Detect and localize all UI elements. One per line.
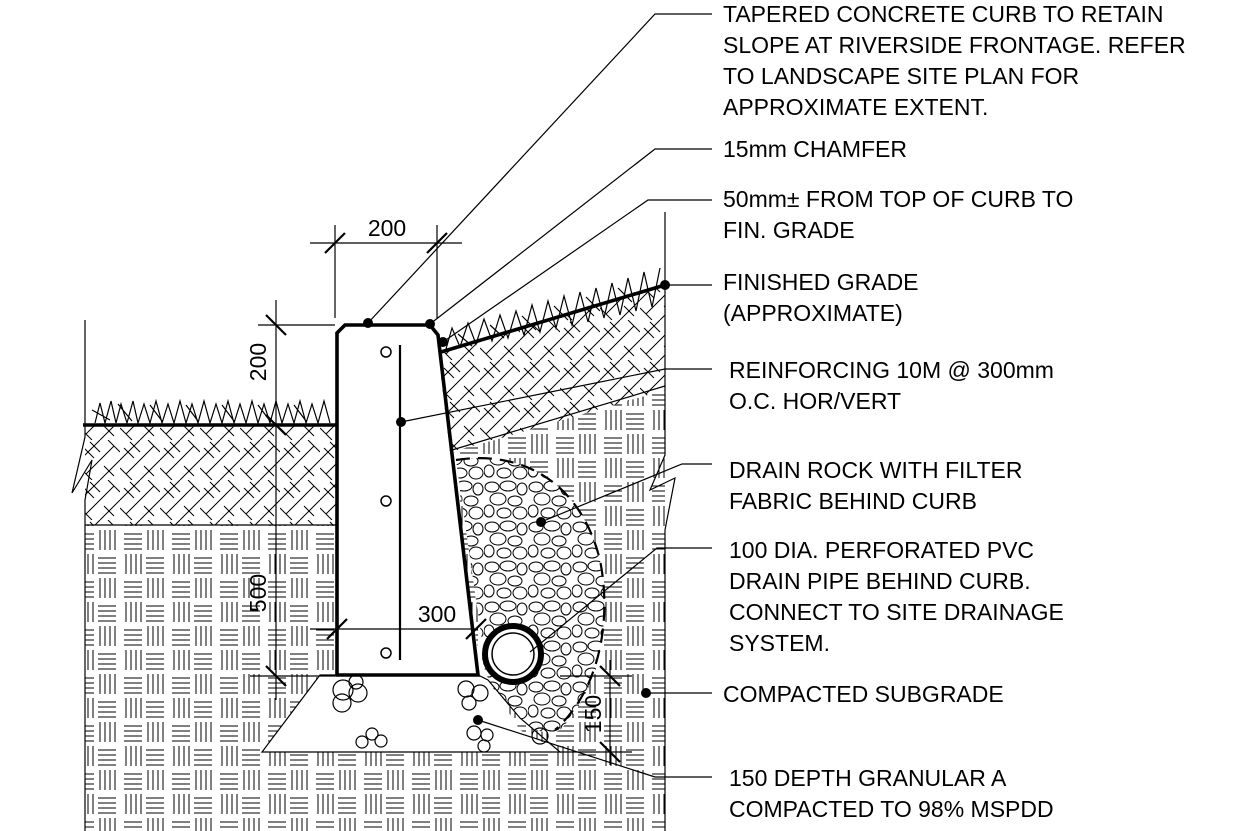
left-topsoil-hatch: [85, 425, 337, 525]
drain-pipe: [482, 623, 544, 685]
note-reinforcing: REINFORCING 10M @ 300mm O.C. HOR/VERT: [729, 357, 1060, 414]
rebar-dot: [380, 346, 392, 358]
notes: TAPERED CONCRETE CURB TO RETAIN SLOPE AT…: [723, 1, 1192, 822]
note-subgrade: COMPACTED SUBGRADE: [723, 681, 1004, 707]
right-grass: [445, 267, 661, 350]
drain-rock-fabric-line: [455, 457, 606, 731]
dim-base-depth: 150: [580, 695, 606, 733]
bottom-subgrade-hatch: [85, 752, 665, 831]
note-curb: TAPERED CONCRETE CURB TO RETAIN SLOPE AT…: [723, 1, 1192, 120]
rebar-dot: [380, 495, 392, 507]
note-drain-pipe: 100 DIA. PERFORATED PVC DRAIN PIPE BEHIN…: [729, 537, 1070, 656]
dim-depth: 500: [245, 574, 271, 612]
note-granular: 150 DEPTH GRANULAR A COMPACTED TO 98% MS…: [729, 765, 1054, 822]
dimensions: 200 200 500 300 150: [245, 215, 632, 765]
rebar-dot: [380, 647, 392, 659]
note-chamfer: 15mm CHAMFER: [723, 136, 907, 162]
leaders: [363, 13, 712, 778]
curb-outline: [335, 323, 481, 677]
note-finished-grade: FINISHED GRADE (APPROXIMATE): [723, 269, 925, 326]
dim-base-width: 300: [418, 601, 456, 627]
left-subgrade-hatch: [85, 525, 337, 831]
dim-curb-height: 200: [245, 343, 271, 381]
grade-lines: [71, 212, 676, 831]
left-grass: [91, 398, 331, 426]
right-break-line: [648, 212, 676, 831]
note-fin-grade-offset: 50mm± FROM TOP OF CURB TO FIN. GRADE: [723, 186, 1080, 243]
note-drain-rock: DRAIN ROCK WITH FILTER FABRIC BEHIND CUR…: [729, 457, 1029, 514]
right-topsoil-hatch: [438, 285, 665, 452]
left-break-line: [71, 320, 93, 831]
concrete-curb: [335, 323, 481, 677]
granular-stones: [332, 674, 549, 753]
dim-top-width: 200: [368, 215, 406, 241]
